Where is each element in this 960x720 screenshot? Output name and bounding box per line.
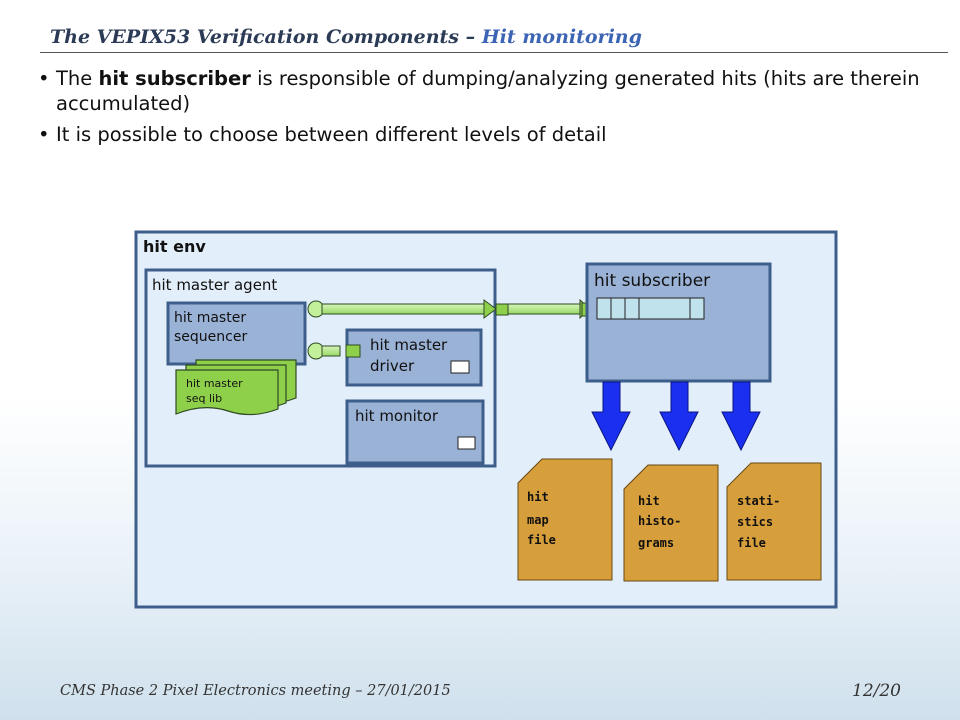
- statistics-file: stati- stics file: [726, 462, 822, 581]
- hit-histograms-file: hit histo- grams: [623, 464, 719, 582]
- hit-master-sequencer-label-2: sequencer: [174, 329, 247, 345]
- hit-master-driver-label-2: driver: [370, 357, 415, 375]
- env-subscriber-pipe: [507, 303, 581, 315]
- arrow-to-histograms: [659, 381, 699, 452]
- bullet-1-bold: hit subscriber: [98, 67, 251, 90]
- hit-master-sequencer-box: [166, 301, 307, 366]
- hit-monitor-label: hit monitor: [355, 407, 439, 425]
- bullet-1-text-after: is responsible of dumping/analyzing gene…: [56, 67, 920, 115]
- slide-title: The VEPIX53 Verification Components – Hi…: [50, 26, 642, 48]
- subscriber-fifo: [596, 297, 705, 320]
- bullet-item-1: The hit subscriber is responsible of dum…: [30, 66, 930, 116]
- seq-lib-label-2: seq lib: [186, 392, 222, 405]
- agent-analysis-pipe: [321, 303, 487, 315]
- arrow-to-statistics-file: [721, 381, 761, 452]
- bullet-item-2: It is possible to choose between differe…: [30, 122, 930, 147]
- page-number: 12/20: [852, 681, 901, 701]
- hit-map-file-label-1: hit: [527, 490, 549, 504]
- bullet-1-text-before: The: [56, 67, 99, 90]
- hit-histograms-label-2: histo-: [638, 514, 681, 528]
- bullet-list: The hit subscriber is responsible of dum…: [30, 66, 930, 147]
- hit-master-seq-lib: hit master seq lib: [175, 359, 297, 416]
- hit-master-driver-label-1: hit master: [370, 336, 448, 354]
- slide-title-highlight: Hit monitoring: [481, 26, 642, 48]
- agent-analysis-arrowhead: [483, 299, 497, 319]
- hit-map-file-label-2: map: [527, 513, 549, 527]
- statistics-file-label-3: file: [737, 536, 766, 550]
- title-divider: [40, 52, 948, 53]
- footer-meeting-info: CMS Phase 2 Pixel Electronics meeting – …: [60, 683, 451, 699]
- hit-subscriber-label: hit subscriber: [594, 271, 710, 291]
- hit-map-file: hit map file: [517, 458, 613, 581]
- env-boundary-port: [495, 303, 509, 316]
- hit-master-agent-label: hit master agent: [152, 276, 277, 294]
- slide-title-main: The VEPIX53 Verification Components –: [50, 26, 482, 48]
- hit-map-file-label-3: file: [527, 533, 556, 547]
- monitor-port: [457, 436, 476, 450]
- driver-import-port: [345, 344, 361, 358]
- sequencer-driver-pipe: [321, 345, 341, 357]
- arrow-to-hit-map-file: [591, 381, 631, 452]
- hit-monitor-box: [345, 399, 485, 465]
- hit-master-sequencer-label-1: hit master: [174, 310, 246, 326]
- hit-subscriber-box: [585, 262, 772, 383]
- hit-env-label: hit env: [143, 237, 206, 256]
- statistics-file-label-2: stics: [737, 515, 773, 529]
- statistics-file-label-1: stati-: [737, 494, 780, 508]
- driver-port: [450, 360, 470, 374]
- seq-lib-label-1: hit master: [186, 377, 243, 390]
- hit-histograms-label-3: grams: [638, 536, 674, 550]
- hit-histograms-label-1: hit: [638, 494, 660, 508]
